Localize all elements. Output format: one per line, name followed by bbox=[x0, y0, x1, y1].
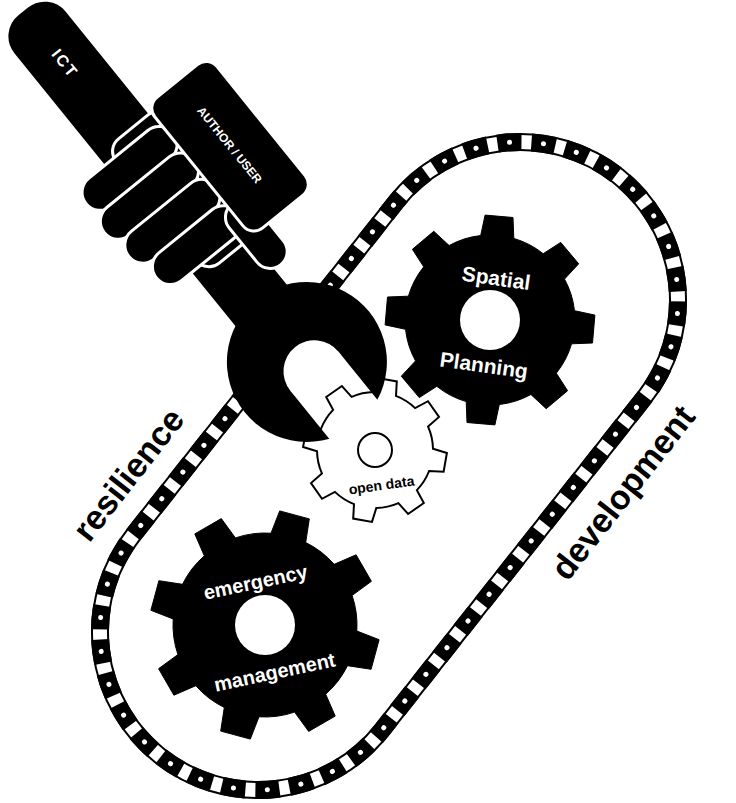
wrench-and-hand bbox=[0, 0, 447, 474]
gear-body bbox=[385, 215, 595, 425]
gear-hole bbox=[358, 433, 392, 467]
gear-body bbox=[151, 511, 379, 739]
node-text: Spatial Planning bbox=[428, 228, 552, 416]
gear-label: emergency management bbox=[180, 521, 350, 733]
gear-hole bbox=[235, 595, 295, 655]
cuff bbox=[146, 56, 314, 237]
chain bbox=[100, 142, 678, 790]
gear-hole bbox=[460, 290, 520, 350]
spatial-planning-gear bbox=[385, 215, 595, 425]
emergency-management-gear bbox=[151, 511, 379, 739]
wrench-jaw bbox=[194, 249, 419, 474]
